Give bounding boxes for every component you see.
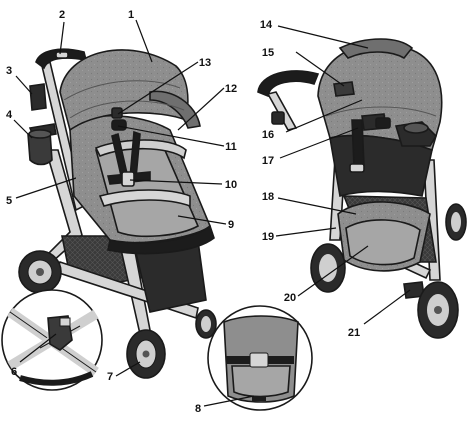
left-cup-holder [27, 123, 57, 166]
callout-4: 4 [6, 109, 13, 121]
callout-6: 6 [11, 366, 17, 378]
leader-lines [13, 19, 411, 407]
right-stroller [257, 38, 467, 339]
leader-1 [135, 19, 153, 63]
right-bumper-clip [375, 117, 391, 129]
leader-6 [19, 333, 57, 363]
right-seat-pocket [345, 219, 421, 266]
fold-latch-detail [1, 289, 103, 391]
left-canopy-seam [69, 100, 185, 119]
callout-numbers: 1 2 3 4 5 6 7 8 9 10 11 12 13 14 15 16 1… [6, 9, 360, 415]
leader-21 [363, 289, 411, 325]
callout-7: 7 [107, 371, 113, 383]
left-front-wheel-right [195, 309, 217, 339]
callout-11: 11 [225, 141, 237, 153]
leader-11 [117, 125, 225, 147]
leader-14 [277, 25, 369, 49]
callout-9: 9 [228, 219, 234, 231]
callout-15: 15 [262, 47, 274, 59]
left-handlebar-button [55, 51, 69, 59]
callout-19: 19 [262, 231, 274, 243]
left-seat-base [107, 224, 215, 255]
right-canopy-visor [338, 38, 414, 60]
seat-liner-detail [207, 305, 313, 411]
right-recline-strap [351, 119, 365, 167]
right-recline-tab [349, 163, 365, 173]
callout-20: 20 [284, 292, 296, 304]
right-cup-holder [394, 121, 438, 147]
leader-15 [295, 51, 345, 87]
left-harness-pad [111, 107, 123, 119]
leader-8 [203, 395, 255, 407]
left-bumper-bar-front [98, 189, 191, 208]
callout-18: 18 [262, 191, 274, 203]
right-front-wheel [445, 203, 467, 241]
callout-17: 17 [262, 155, 274, 167]
leader-10 [129, 179, 223, 185]
callout-14: 14 [260, 19, 273, 31]
callout-12: 12 [225, 83, 237, 95]
leader-3 [15, 75, 33, 95]
left-stroller [18, 48, 217, 379]
leader-17 [279, 127, 359, 159]
left-rear-wheel [18, 250, 62, 294]
leader-13 [117, 61, 199, 115]
callout-3: 3 [6, 65, 12, 77]
right-rear-wheel-right [417, 281, 459, 339]
leader-5 [15, 177, 77, 199]
leader-2 [59, 21, 65, 55]
right-handlebar [257, 70, 320, 98]
leader-20 [297, 245, 369, 297]
callout-21: 21 [348, 327, 360, 339]
left-shoulder-pad [111, 119, 127, 131]
right-canopy-seam [325, 106, 437, 117]
right-canopy-window [333, 81, 355, 97]
leader-19 [275, 227, 337, 237]
leader-12 [177, 87, 225, 131]
callout-13: 13 [199, 57, 211, 69]
callout-1: 1 [128, 9, 134, 21]
leader-16 [285, 99, 363, 133]
left-canopy-visor [149, 90, 201, 129]
callout-8: 8 [195, 403, 201, 415]
left-fold-joint [29, 83, 47, 111]
callout-10: 10 [225, 179, 237, 191]
callout-16: 16 [262, 129, 274, 141]
leader-4 [13, 119, 33, 139]
leader-18 [277, 197, 357, 215]
left-harness-buckle [121, 171, 135, 187]
callout-5: 5 [6, 195, 12, 207]
left-canopy-seam-2 [63, 80, 181, 101]
right-handle-clip [271, 111, 285, 125]
leader-9 [177, 215, 227, 225]
right-rear-wheel-left [310, 243, 346, 293]
left-front-wheel [126, 329, 166, 379]
callout-2: 2 [59, 9, 65, 21]
leader-7 [115, 361, 141, 377]
